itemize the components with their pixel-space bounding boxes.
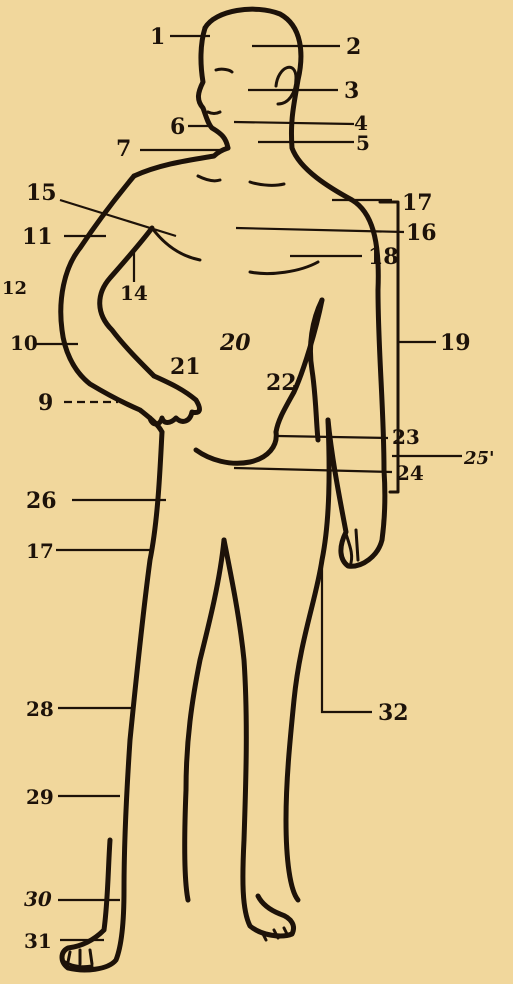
callout-9: 9 bbox=[38, 390, 53, 416]
right-inner-leg bbox=[224, 540, 294, 936]
callout-24: 24 bbox=[396, 461, 424, 485]
callout-11: 11 bbox=[22, 224, 53, 250]
callout-18: 18 bbox=[368, 244, 399, 270]
left-inner-leg bbox=[185, 540, 224, 900]
callout-31: 31 bbox=[24, 929, 52, 953]
leader-24 bbox=[234, 468, 392, 472]
callout-20: 20 bbox=[219, 330, 251, 356]
callout-15: 15 bbox=[26, 180, 57, 206]
leader-4 bbox=[234, 122, 354, 124]
callout-7: 7 bbox=[116, 136, 131, 162]
callout-26: 26 bbox=[26, 488, 57, 514]
callout-2: 2 bbox=[346, 34, 361, 60]
left-foot-toes bbox=[62, 950, 92, 967]
inner-legs bbox=[196, 432, 276, 463]
callout-17b: 17 bbox=[26, 539, 54, 563]
callout-21: 21 bbox=[170, 354, 201, 380]
callout-5: 5 bbox=[356, 131, 370, 155]
callout-29: 29 bbox=[26, 785, 54, 809]
callout-10: 10 bbox=[10, 331, 38, 355]
callout-25: 25' bbox=[463, 448, 495, 469]
callout-1: 1 bbox=[150, 24, 165, 50]
hand-on-hip bbox=[150, 376, 199, 424]
callout-16: 16 bbox=[406, 220, 437, 246]
eye bbox=[216, 69, 232, 72]
neck-front bbox=[134, 148, 228, 176]
callout-32: 32 bbox=[378, 700, 409, 726]
body-outline bbox=[61, 9, 398, 970]
leader-16 bbox=[236, 228, 404, 232]
callout-19: 19 bbox=[440, 330, 471, 356]
leader-15 bbox=[60, 200, 176, 236]
leader-23 bbox=[278, 436, 388, 438]
callout-labels: 1 2 3 4 5 6 7 9 10 11 12 14 15 16 17 17 … bbox=[2, 24, 495, 953]
pectoral-line bbox=[250, 262, 318, 274]
leader-32 bbox=[322, 560, 372, 712]
chest-line bbox=[152, 228, 200, 260]
callout-22: 22 bbox=[266, 370, 297, 396]
callout-23: 23 bbox=[392, 425, 420, 449]
callout-30: 30 bbox=[24, 887, 52, 911]
collarbone-left bbox=[198, 176, 220, 181]
left-torso bbox=[62, 432, 162, 970]
right-hand-fingers bbox=[346, 530, 358, 566]
callout-12: 12 bbox=[2, 278, 27, 299]
callout-17a: 17 bbox=[402, 190, 433, 216]
collarbone-right bbox=[250, 182, 284, 185]
mouth bbox=[208, 112, 220, 114]
callout-14: 14 bbox=[120, 281, 148, 305]
callout-28: 28 bbox=[26, 697, 54, 721]
callout-3: 3 bbox=[344, 78, 359, 104]
callout-6: 6 bbox=[170, 114, 185, 140]
face-profile bbox=[198, 28, 228, 148]
